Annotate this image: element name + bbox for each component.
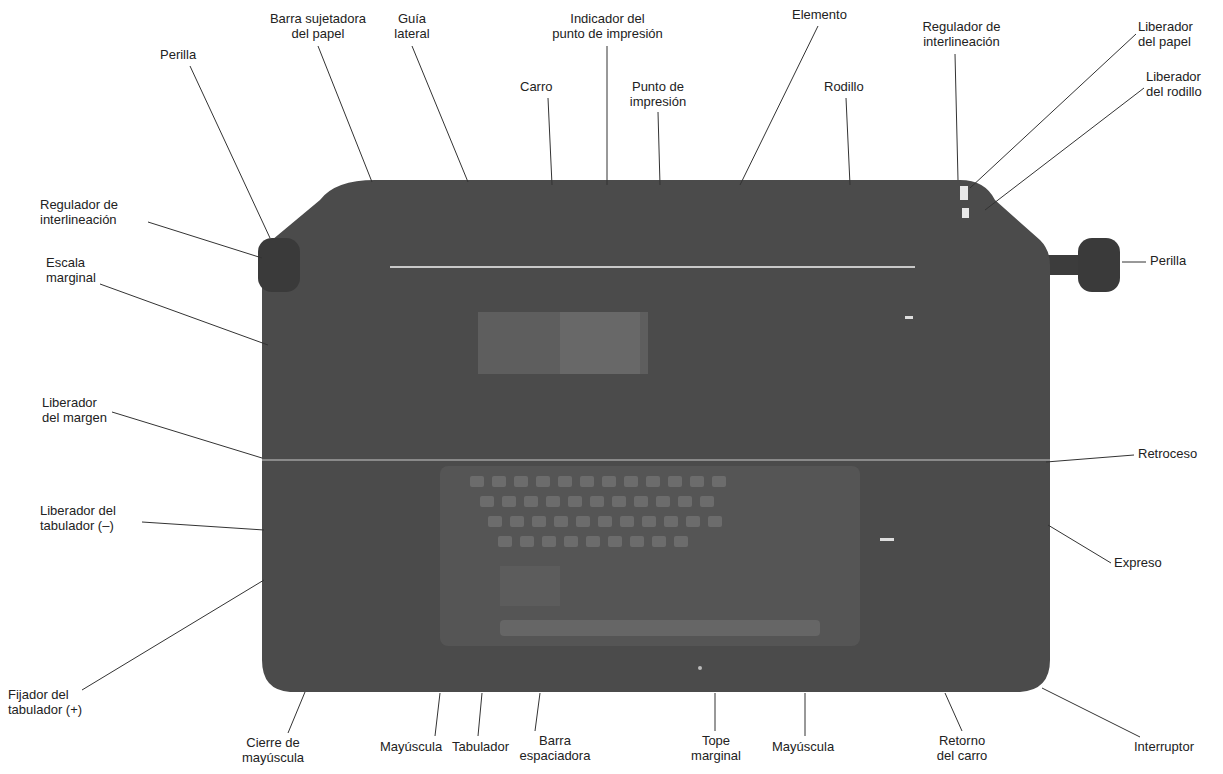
part-label: Indicador del punto de impresión: [545, 12, 670, 42]
part-label: Regulador de interlineación: [40, 198, 150, 228]
part-label: Punto de impresión: [622, 80, 694, 110]
small-mark: [698, 666, 702, 670]
part-label: Liberador del margen: [42, 396, 122, 426]
part-label: Escala marginal: [46, 256, 108, 286]
keys: [470, 476, 726, 547]
part-label: Regulador de interlineación: [904, 20, 1019, 50]
part-label: Carro: [520, 80, 553, 95]
margin-rail: [262, 459, 1050, 461]
part-label: Tabulador: [452, 740, 509, 755]
part-label: Fijador del tabulador (+): [8, 688, 100, 718]
part-label: Perilla: [1150, 254, 1186, 269]
part-label: Expreso: [1114, 556, 1162, 571]
part-label: Retroceso: [1138, 447, 1197, 462]
part-label: Perilla: [160, 48, 196, 63]
part-label: Liberador del papel: [1138, 20, 1216, 50]
platen-release-lever: [962, 208, 969, 218]
part-label: Barra sujetadora del papel: [262, 12, 374, 42]
part-label: Interruptor: [1134, 740, 1194, 755]
left-knob: [258, 238, 300, 292]
part-label: Mayúscula: [772, 740, 834, 755]
paper-release-lever: [960, 186, 968, 200]
type-window: [478, 312, 648, 374]
part-label: Cierre de mayúscula: [236, 736, 310, 766]
keyboard-area: [440, 466, 860, 646]
part-label: Barra espaciadora: [510, 734, 600, 764]
part-label: Rodillo: [824, 80, 864, 95]
part-label: Elemento: [792, 8, 847, 23]
part-label: Liberador del tabulador (–): [40, 504, 150, 534]
small-mark: [905, 316, 913, 319]
paper-bail: [390, 266, 915, 268]
type-window-light: [560, 312, 640, 374]
part-label: Guía lateral: [386, 12, 438, 42]
speckled-panel: [500, 566, 560, 606]
part-label: Tope marginal: [680, 734, 752, 764]
part-label: Mayúscula: [380, 740, 442, 755]
typewriter-body: [262, 180, 1050, 692]
knob-axle: [1046, 255, 1082, 275]
right-knob: [1078, 238, 1120, 292]
small-mark: [880, 538, 894, 541]
part-label: Liberador del rodillo: [1146, 70, 1218, 100]
leader-lines: [82, 26, 1146, 737]
part-label: Retorno del carro: [928, 734, 996, 764]
space-bar: [500, 620, 820, 636]
